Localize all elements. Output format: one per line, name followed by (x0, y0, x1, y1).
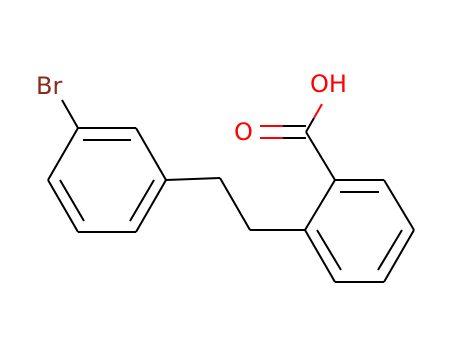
bond-ring-carbonyl (305, 131, 336, 181)
bond (304, 229, 336, 283)
double-bond-inner (377, 229, 403, 271)
benzoic-ring (304, 179, 415, 283)
bond (165, 177, 221, 181)
bond (219, 177, 251, 231)
atom-label-o: O (234, 118, 253, 146)
double-bond-inner (316, 229, 342, 271)
atom-label-oh: OH (310, 70, 347, 98)
atom-label-br: Br (36, 72, 62, 100)
bond-c-br (61, 99, 79, 129)
bond-c-oh (305, 117, 315, 133)
bond (47, 127, 79, 181)
bromophenyl-ring (47, 127, 167, 233)
bond-c-oh-o-side (313, 103, 323, 119)
bond (135, 179, 167, 233)
bond (47, 179, 79, 233)
bond (383, 229, 415, 283)
bond (304, 179, 336, 231)
bond (135, 127, 167, 181)
double-bond-inner (129, 179, 155, 222)
double-bond-inner (59, 179, 85, 222)
ethylene-bridge (165, 177, 305, 231)
carboxyl-group (260, 103, 336, 181)
bond (383, 179, 415, 231)
